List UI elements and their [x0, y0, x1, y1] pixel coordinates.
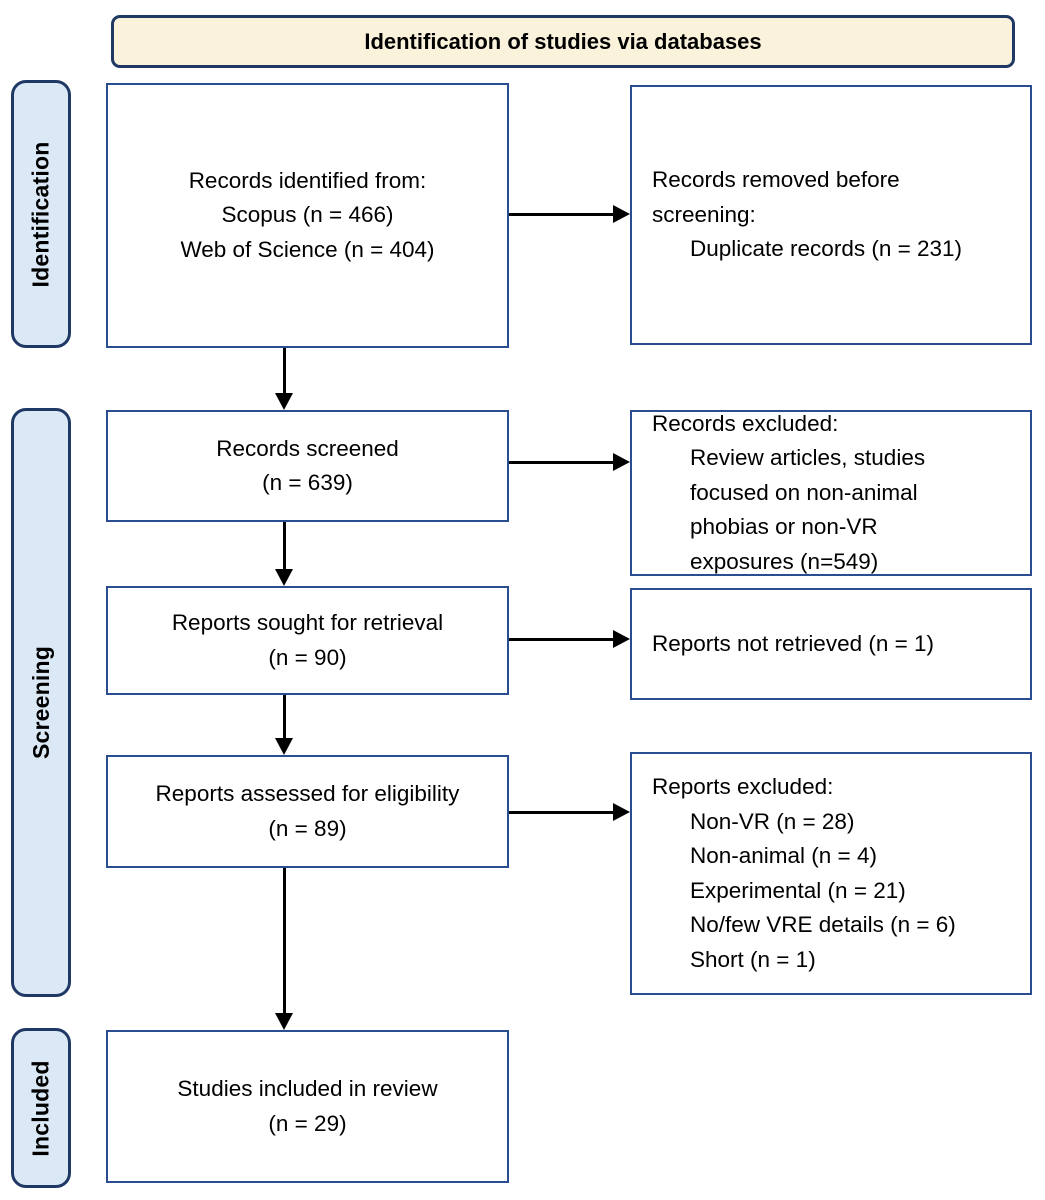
- stage-included-label: Included: [27, 1059, 54, 1157]
- box-reports-excluded-item: Non-VR (n = 28): [690, 808, 855, 834]
- box-records-excluded-item: focused on non-animal: [690, 479, 918, 505]
- arrow-head-icon: [275, 1013, 293, 1030]
- diagram-header: Identification of studies via databases: [111, 15, 1015, 68]
- box-records-identified-line: Records identified from:: [188, 167, 427, 193]
- arrow-screened-to-sought: [275, 522, 293, 586]
- box-records-identified-line: Web of Science (n = 404): [180, 236, 435, 262]
- arrow-head-icon: [613, 803, 630, 821]
- arrow-head-icon: [275, 569, 293, 586]
- box-records-excluded-heading: Records excluded:: [652, 410, 839, 436]
- box-records-excluded-item: exposures (n=549): [690, 548, 879, 574]
- box-reports-sought-count: (n = 90): [268, 644, 347, 670]
- box-reports-excluded-item: Non-animal (n = 4): [690, 843, 877, 868]
- arrow-shaft: [283, 522, 286, 573]
- box-studies-included-count: (n = 29): [268, 1110, 347, 1136]
- stage-screening-label: Screening: [27, 645, 54, 760]
- box-records-identified-line: Scopus (n = 466): [221, 202, 394, 228]
- box-reports-assessed: Reports assessed for eligibility (n = 89…: [106, 755, 509, 868]
- box-records-screened-count: (n = 639): [262, 470, 353, 495]
- box-records-removed-line: Records removed before: [652, 167, 900, 193]
- arrow-screened-to-excluded: [509, 453, 630, 471]
- box-records-removed-line: screening:: [652, 201, 756, 227]
- arrow-shaft: [283, 695, 286, 742]
- arrow-sought-to-assessed: [275, 695, 293, 755]
- box-records-identified: Records identified from: Scopus (n = 466…: [106, 83, 509, 348]
- arrow-head-icon: [275, 738, 293, 755]
- box-records-screened: Records screened (n = 639): [106, 410, 509, 522]
- arrow-shaft: [509, 213, 617, 216]
- stage-identification: Identification: [11, 80, 71, 348]
- arrow-shaft: [509, 638, 617, 641]
- arrow-head-icon: [613, 630, 630, 648]
- arrow-shaft: [509, 811, 617, 814]
- box-reports-excluded-item: No/few VRE details (n = 6): [690, 912, 956, 937]
- box-reports-assessed-count: (n = 89): [268, 815, 347, 841]
- box-records-screened-line: Records screened: [216, 435, 399, 461]
- box-records-removed-item: Duplicate records (n = 231): [690, 236, 963, 262]
- box-reports-assessed-line: Reports assessed for eligibility: [155, 781, 460, 806]
- arrow-assessed-to-excluded: [509, 803, 630, 821]
- stage-identification-label: Identification: [27, 141, 54, 287]
- arrow-shaft: [509, 461, 617, 464]
- box-records-removed: Records removed before screening: Duplic…: [630, 85, 1032, 345]
- arrow-identified-to-removed: [509, 205, 630, 223]
- arrow-head-icon: [613, 453, 630, 471]
- arrow-identified-to-screened: [275, 348, 293, 410]
- arrow-shaft: [283, 868, 286, 1017]
- stage-screening: Screening: [11, 408, 71, 997]
- box-studies-included: Studies included in review (n = 29): [106, 1030, 509, 1183]
- box-records-excluded-item: Review articles, studies: [690, 445, 926, 471]
- box-studies-included-line: Studies included in review: [177, 1076, 438, 1101]
- stage-included: Included: [11, 1028, 71, 1188]
- arrow-sought-to-not-retrieved: [509, 630, 630, 648]
- arrow-head-icon: [275, 393, 293, 410]
- box-records-excluded-item: phobias or non-VR: [690, 514, 878, 540]
- arrow-head-icon: [613, 205, 630, 223]
- box-records-excluded: Records excluded: Review articles, studi…: [630, 410, 1032, 576]
- arrow-shaft: [283, 348, 286, 397]
- box-reports-excluded-item: Short (n = 1): [690, 946, 816, 972]
- box-reports-excluded-heading: Reports excluded:: [652, 774, 834, 799]
- arrow-assessed-to-included: [275, 868, 293, 1030]
- box-reports-not-retrieved: Reports not retrieved (n = 1): [630, 588, 1032, 700]
- box-reports-not-retrieved-line: Reports not retrieved (n = 1): [652, 630, 935, 656]
- box-reports-sought: Reports sought for retrieval (n = 90): [106, 586, 509, 695]
- diagram-title: Identification of studies via databases: [364, 28, 762, 54]
- box-reports-sought-line: Reports sought for retrieval: [171, 610, 444, 635]
- box-reports-excluded: Reports excluded: Non-VR (n = 28) Non-an…: [630, 752, 1032, 995]
- box-reports-excluded-item: Experimental (n = 21): [690, 877, 906, 903]
